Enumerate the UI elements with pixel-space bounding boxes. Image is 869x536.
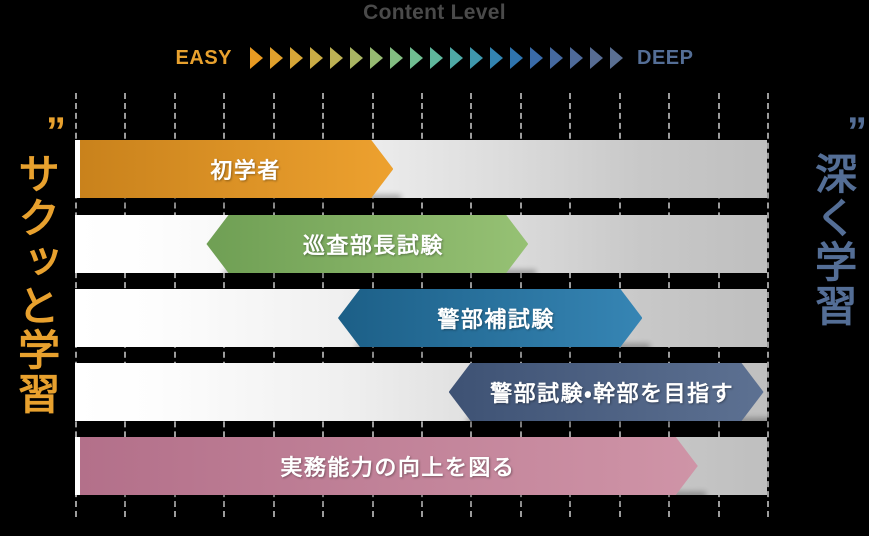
bar-shadow [355, 344, 651, 360]
triangle-right-icon [510, 47, 523, 69]
bar-shadow [224, 270, 537, 286]
triangle-right-icon [450, 47, 463, 69]
level-bar-label: 初学者 [210, 158, 281, 183]
level-bar-label: 巡査部長試験 [302, 233, 444, 258]
gridline [767, 93, 769, 517]
difficulty-scale: EASY DEEP [0, 41, 869, 75]
triangle-right-icon [350, 47, 363, 69]
left-caption: ” サクッと学習 [2, 110, 70, 421]
level-bar[interactable]: 警部補試験 [338, 289, 642, 347]
triangle-right-icon [530, 47, 543, 69]
bar-row: 実務能力の向上を図る [75, 437, 767, 508]
triangle-right-icon [410, 47, 423, 69]
triangle-right-icon [430, 47, 443, 69]
triangle-right-icon [330, 47, 343, 69]
left-caption-text: サクッと学習 [12, 152, 60, 416]
triangle-right-icon [610, 47, 623, 69]
triangle-right-icon [550, 47, 563, 69]
triangle-right-icon [570, 47, 583, 69]
triangle-right-icon [470, 47, 483, 69]
bar-shadow [97, 195, 402, 211]
level-bar[interactable]: 実務能力の向上を図る [80, 437, 698, 495]
level-bar-label: 実務能力の向上を図る [280, 455, 516, 480]
triangle-right-icon [490, 47, 503, 69]
scale-arrow-strip [250, 47, 623, 69]
level-bar[interactable]: 巡査部長試験 [206, 215, 528, 273]
left-quote-mark: ” [46, 110, 66, 154]
triangle-right-icon [270, 47, 283, 69]
level-bar-label: 警部補試験 [437, 307, 555, 332]
triangle-right-icon [310, 47, 323, 69]
scale-label-easy: EASY [175, 47, 232, 69]
bar-shadow [97, 492, 706, 508]
right-caption-text: 深く学習 [809, 152, 857, 328]
right-caption: ” 深く学習 [799, 110, 867, 333]
bar-row: 警部補試験 [75, 289, 767, 360]
level-bar[interactable]: 警部試験・幹部を目指す [449, 363, 764, 421]
plot-area: 初学者巡査部長試験警部補試験警部試験・幹部を目指す実務能力の向上を図る [75, 93, 772, 517]
bar-row: 巡査部長試験 [75, 215, 767, 286]
level-bar-label: 警部試験・幹部を目指す [490, 381, 735, 406]
triangle-right-icon [390, 47, 403, 69]
triangle-right-icon [290, 47, 303, 69]
page-title: Content Level [363, 1, 506, 24]
triangle-right-icon [370, 47, 383, 69]
bar-row: 初学者 [75, 140, 767, 211]
bar-row: 警部試験・幹部を目指す [75, 363, 772, 434]
triangle-right-icon [250, 47, 263, 69]
triangle-right-icon [590, 47, 603, 69]
right-quote-mark: ” [847, 110, 867, 154]
scale-label-deep: DEEP [637, 47, 694, 69]
bar-shadow [466, 418, 772, 434]
level-bar[interactable]: 初学者 [80, 140, 393, 198]
